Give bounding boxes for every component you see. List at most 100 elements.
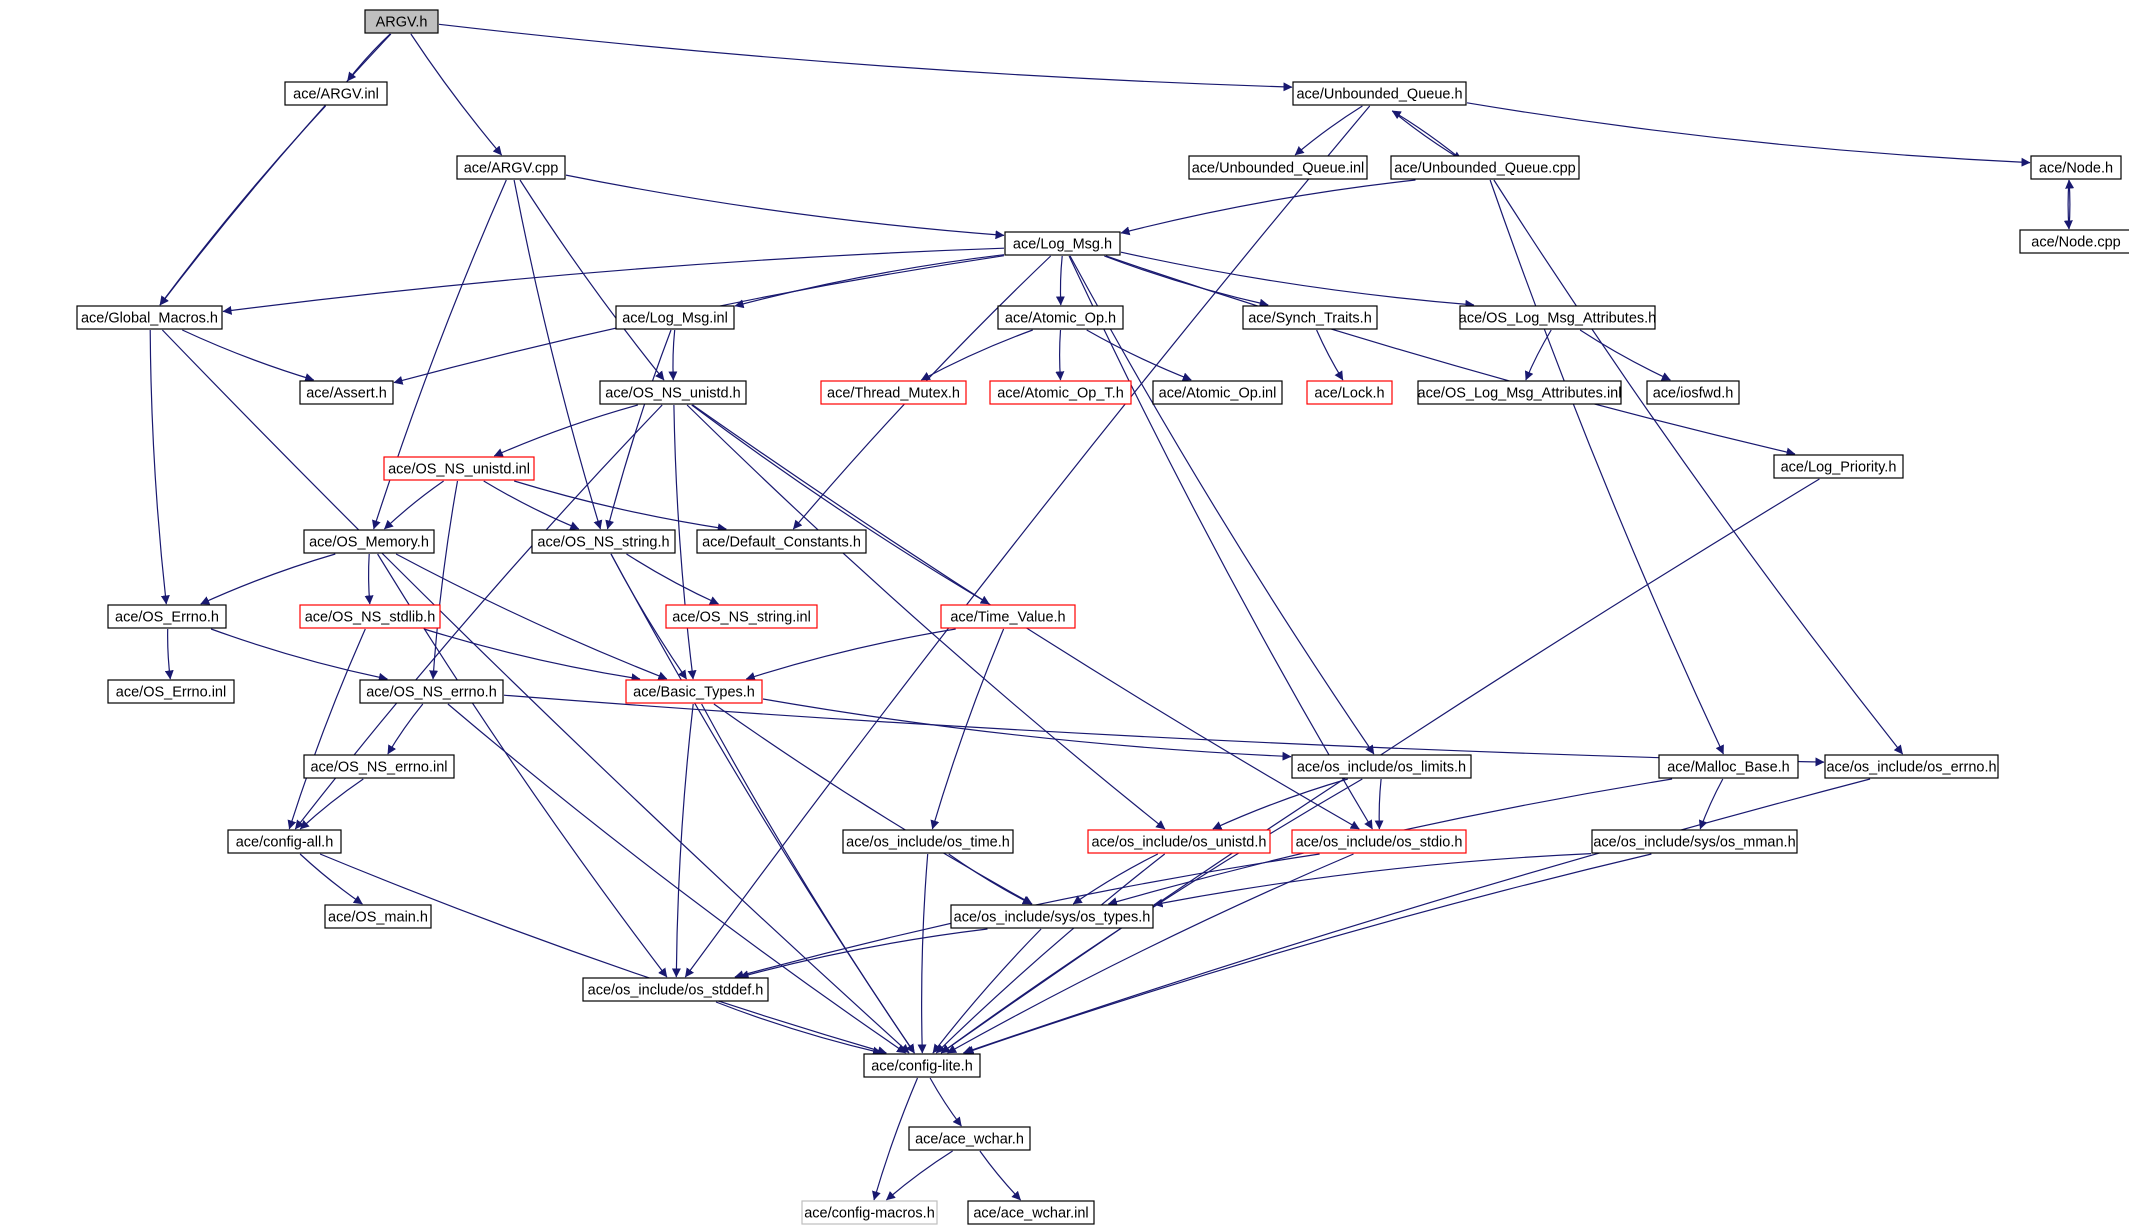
node-os-include-os-limits-h[interactable]: ace/os_include/os_limits.h — [1291, 754, 1472, 779]
node-ace-wchar-h[interactable]: ace/ace_wchar.h — [908, 1126, 1031, 1151]
node-label: ace/os_include/sys/os_mman.h — [1593, 835, 1795, 851]
node-basic-types-h[interactable]: ace/Basic_Types.h — [625, 679, 763, 704]
node-box — [599, 380, 747, 405]
node-os-include-os-unistd-h[interactable]: ace/os_include/os_unistd.h — [1087, 829, 1271, 854]
node-label: ace/OS_NS_unistd.h — [605, 386, 740, 402]
node-label: ace/Log_Msg.h — [1013, 237, 1112, 253]
node-label: ace/Global_Macros.h — [81, 311, 218, 327]
node-node-h[interactable]: ace/Node.h — [2030, 155, 2122, 180]
node-os-errno-h[interactable]: ace/OS_Errno.h — [107, 604, 227, 629]
node-os-memory-h[interactable]: ace/OS_Memory.h — [303, 529, 435, 554]
node-default-constants-h[interactable]: ace/Default_Constants.h — [696, 529, 867, 554]
edge-config_all_h-to-config_lite_h — [319, 853, 887, 1055]
node-lock-h[interactable]: ace/Lock.h — [1306, 380, 1393, 405]
node-os-include-os-errno-h[interactable]: ace/os_include/os_errno.h — [1824, 754, 1999, 779]
node-os-ns-unistd-inl[interactable]: ace/OS_NS_unistd.inl — [383, 456, 535, 481]
node-os-include-sys-os-types-h[interactable]: ace/os_include/sys/os_types.h — [950, 904, 1154, 929]
edge-unbounded_queue_cpp-to-log_msg_h — [1120, 179, 1416, 236]
node-label: ace/Assert.h — [306, 386, 387, 402]
node-assert-h[interactable]: ace/Assert.h — [299, 380, 394, 405]
node-argv-cpp[interactable]: ace/ARGV.cpp — [456, 155, 566, 180]
edge-global_macros_h-to-os_errno_h — [149, 329, 170, 605]
node-os-ns-unistd-h[interactable]: ace/OS_NS_unistd.h — [599, 380, 747, 405]
node-label: ace/OS_NS_string.inl — [672, 610, 811, 626]
edge-os_include_os_unistd_h-to-config_lite_h — [935, 853, 1166, 1054]
edge-unbounded_queue_h-to-unbounded_queue_inl — [1294, 105, 1363, 156]
node-thread-mutex-h[interactable]: ace/Thread_Mutex.h — [820, 380, 967, 405]
node-os-include-os-stdio-h[interactable]: ace/os_include/os_stdio.h — [1291, 829, 1467, 854]
edge-time_value_h-to-os_include_os_time_h — [930, 628, 1005, 830]
node-atomic-op-t-h[interactable]: ace/Atomic_Op_T.h — [989, 380, 1132, 405]
edge-global_macros_h-to-config_lite_h — [161, 329, 910, 1054]
node-os-ns-string-h[interactable]: ace/OS_NS_string.h — [531, 529, 676, 554]
edge-argv_inl-to-global_macros_h — [159, 105, 327, 306]
edge-os_log_msg_attributes_h-to-iosfwd_h — [1579, 329, 1671, 381]
node-label: ace/Unbounded_Queue.inl — [1192, 161, 1365, 177]
node-os-ns-errno-h[interactable]: ace/OS_NS_errno.h — [359, 679, 504, 704]
node-malloc-base-h[interactable]: ace/Malloc_Base.h — [1658, 754, 1799, 779]
node-argv-h[interactable]: ARGV.h — [364, 9, 439, 34]
node-label: ace/OS_NS_stdlib.h — [305, 610, 436, 626]
edge-config_lite_h-to-config_macros_h — [872, 1077, 919, 1201]
edge-basic_types_h-to-os_include_os_limits_h — [762, 698, 1292, 761]
node-os-log-msg-attributes-inl[interactable]: ace/OS_Log_Msg_Attributes.inl — [1417, 380, 1622, 405]
node-label: ace/Unbounded_Queue.h — [1296, 87, 1462, 103]
node-atomic-op-inl[interactable]: ace/Atomic_Op.inl — [1152, 380, 1283, 405]
node-argv-inl[interactable]: ace/ARGV.inl — [284, 81, 388, 106]
node-os-include-os-time-h[interactable]: ace/os_include/os_time.h — [842, 829, 1014, 854]
node-box — [107, 604, 227, 629]
node-unbounded-queue-inl[interactable]: ace/Unbounded_Queue.inl — [1188, 155, 1368, 180]
edge-os_include_os_limits_h-to-os_include_os_stdio_h — [1374, 778, 1384, 830]
edge-os_errno_h-to-os_errno_inl — [164, 628, 174, 680]
node-config-all-h[interactable]: ace/config-all.h — [227, 829, 342, 854]
node-label: ace/OS_Log_Msg_Attributes.h — [1459, 311, 1656, 327]
edge-os_memory_h-to-basic_types_h — [395, 553, 668, 681]
edge-os_memory_h-to-os_ns_stdlib_h — [364, 553, 374, 605]
nodes-layer: ARGV.h ace/ARGV.inl ace/ARGV.cpp ace/Unboun… — [76, 9, 2129, 1225]
node-label: ace/OS_Errno.h — [115, 610, 219, 626]
node-box — [1087, 829, 1271, 854]
node-time-value-h[interactable]: ace/Time_Value.h — [940, 604, 1076, 629]
node-box — [665, 604, 818, 629]
node-config-lite-h[interactable]: ace/config-lite.h — [863, 1053, 981, 1078]
node-label: ace/OS_NS_errno.inl — [310, 760, 447, 776]
node-label: ace/Synch_Traits.h — [1248, 311, 1372, 327]
node-os-ns-stdlib-h[interactable]: ace/OS_NS_stdlib.h — [299, 604, 441, 629]
node-box — [359, 679, 504, 704]
node-box — [76, 305, 223, 330]
node-log-msg-h[interactable]: ace/Log_Msg.h — [1004, 231, 1121, 256]
node-synch-traits-h[interactable]: ace/Synch_Traits.h — [1242, 305, 1378, 330]
edge-os_include_os_errno_h-to-config_lite_h — [962, 778, 1871, 1055]
node-box — [303, 529, 435, 554]
edge-os_memory_h-to-os_errno_h — [200, 553, 336, 605]
node-os-log-msg-attributes-h[interactable]: ace/OS_Log_Msg_Attributes.h — [1459, 305, 1656, 330]
node-os-ns-string-inl[interactable]: ace/OS_NS_string.inl — [665, 604, 818, 629]
edge-os_ns_unistd_inl-to-os_ns_string_h — [483, 480, 580, 530]
node-unbounded-queue-cpp[interactable]: ace/Unbounded_Queue.cpp — [1390, 155, 1580, 180]
node-config-macros-h[interactable]: ace/config-macros.h — [801, 1200, 938, 1225]
node-label: ace/Atomic_Op_T.h — [997, 386, 1124, 402]
node-os-include-os-stddef-h[interactable]: ace/os_include/os_stddef.h — [582, 977, 769, 1002]
node-unbounded-queue-h[interactable]: ace/Unbounded_Queue.h — [1292, 81, 1467, 106]
edge-log_msg_h-to-atomic_op_h — [1055, 255, 1065, 306]
node-label: ace/ARGV.cpp — [464, 161, 559, 177]
node-os-errno-inl[interactable]: ace/OS_Errno.inl — [107, 679, 235, 704]
node-os-ns-errno-inl[interactable]: ace/OS_NS_errno.inl — [303, 754, 455, 779]
edge-argv_cpp-to-log_msg_h — [565, 174, 1005, 240]
node-os-include-sys-os-mman-h[interactable]: ace/os_include/sys/os_mman.h — [1591, 829, 1798, 854]
node-node-cpp[interactable]: ace/Node.cpp — [2019, 229, 2129, 254]
node-iosfwd-h[interactable]: ace/iosfwd.h — [1646, 380, 1740, 405]
node-atomic-op-h[interactable]: ace/Atomic_Op.h — [997, 305, 1124, 330]
edge-log_msg_h-to-log_priority_h — [1105, 255, 1796, 457]
node-label: ace/OS_Memory.h — [309, 535, 429, 551]
node-ace-wchar-inl[interactable]: ace/ace_wchar.inl — [967, 1200, 1095, 1225]
node-box — [531, 529, 676, 554]
node-log-priority-h[interactable]: ace/Log_Priority.h — [1773, 454, 1904, 479]
edge-os_include_sys_os_types_h-to-os_include_os_stddef_h — [739, 928, 988, 980]
edge-os_ns_errno_h-to-os_ns_errno_inl — [387, 703, 424, 755]
edge-unbounded_queue_cpp-to-malloc_base_h — [1489, 179, 1724, 755]
node-log-msg-inl[interactable]: ace/Log_Msg.inl — [615, 305, 735, 330]
node-global-macros-h[interactable]: ace/Global_Macros.h — [76, 305, 223, 330]
node-box — [1306, 380, 1393, 405]
node-os-main-h[interactable]: ace/OS_main.h — [324, 904, 432, 929]
